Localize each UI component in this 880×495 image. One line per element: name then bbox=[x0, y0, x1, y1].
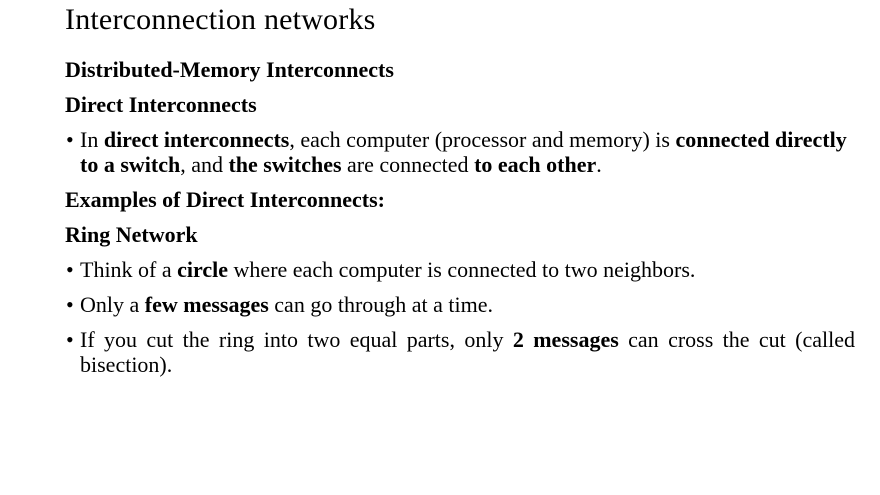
heading-direct-interconnects: Direct Interconnects bbox=[65, 92, 257, 117]
bullet-text-segment-bold: circle bbox=[177, 257, 229, 282]
heading-examples: Examples of Direct Interconnects: bbox=[65, 187, 385, 212]
bullet-marker: • bbox=[66, 127, 74, 152]
bullet-text-segment: are connected bbox=[341, 152, 475, 177]
bullet-direct-definition: • In direct interconnects, each computer… bbox=[65, 127, 855, 177]
bullet-bisection: • If you cut the ring into two equal par… bbox=[65, 327, 855, 377]
heading-ring-network: Ring Network bbox=[65, 222, 198, 247]
bullet-text-segment-bold: the switches bbox=[228, 152, 342, 177]
bullet-text-segment-bold: connected directly to a switch bbox=[80, 127, 847, 177]
bullet-text-segment-bold: few messages bbox=[144, 292, 269, 317]
bullet-text-segment-bold: to each other bbox=[474, 152, 597, 177]
bullet-text-segment: , each computer (processor and memory) i… bbox=[289, 127, 676, 152]
bullet-ring-circle: • Think of a circle where each computer … bbox=[65, 257, 855, 282]
bullet-marker: • bbox=[66, 327, 74, 352]
bullet-text-segment: If you cut the ring into two equal parts… bbox=[80, 327, 513, 352]
bullet-text-segment: can go through at a time. bbox=[268, 292, 494, 317]
heading-distributed-memory: Distributed-Memory Interconnects bbox=[65, 57, 394, 82]
bullet-text-segment: Think of a bbox=[80, 257, 178, 282]
bullet-text-segment: In bbox=[80, 127, 104, 152]
bullet-text-segment-bold: direct interconnects bbox=[103, 127, 290, 152]
bullet-text-segment-bold: 2 messages bbox=[512, 327, 619, 352]
slide-content: Interconnection networks Distributed-Mem… bbox=[65, 3, 855, 387]
bullet-marker: • bbox=[66, 257, 74, 282]
bullet-text-segment: can cross the cut (called bisection). bbox=[80, 327, 856, 377]
bullet-few-messages: • Only a few messages can go through at … bbox=[65, 292, 855, 317]
bullet-text-segment: Only a bbox=[80, 292, 145, 317]
slide-title: Interconnection networks bbox=[65, 3, 376, 36]
bullet-text-segment: . bbox=[596, 152, 602, 177]
bullet-marker: • bbox=[66, 292, 74, 317]
bullet-text-segment: , and bbox=[180, 152, 229, 177]
bullet-text-segment: where each computer is connected to two … bbox=[228, 257, 696, 282]
